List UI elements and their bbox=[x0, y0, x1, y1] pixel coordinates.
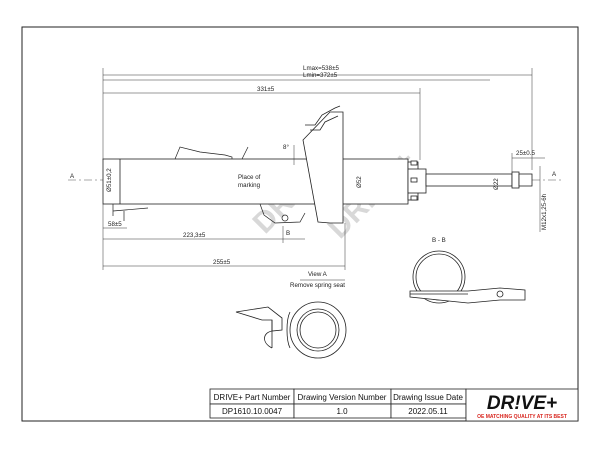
logo-tagline: OE MATCHING QUALITY AT ITS BEST bbox=[477, 414, 567, 420]
label-lmax: Lmax=538±5 bbox=[303, 65, 339, 72]
label-view-a-left: A bbox=[70, 173, 75, 180]
label-58: 58±5 bbox=[108, 221, 122, 228]
view-a-drawing bbox=[235, 301, 347, 359]
dimension-lmax bbox=[102, 68, 533, 170]
marking-line-2: marking bbox=[238, 182, 261, 189]
dimension-223 bbox=[103, 226, 305, 243]
label-dia22: Ø22 bbox=[493, 178, 500, 190]
title-block bbox=[209, 388, 579, 422]
spring-seat-bracket bbox=[112, 146, 306, 224]
label-dia52: Ø52 bbox=[356, 176, 363, 188]
label-b: B bbox=[286, 230, 290, 237]
label-view-a: View A bbox=[308, 271, 328, 278]
value-part-number: DP1610.10.0047 bbox=[222, 407, 283, 416]
label-thread: M12x1,25-6h bbox=[541, 193, 548, 230]
label-223: 223,3±5 bbox=[183, 232, 206, 239]
label-section-bb: B - B bbox=[432, 237, 446, 244]
header-version-number: Drawing Version Number bbox=[298, 393, 387, 402]
drawing-frame bbox=[21, 26, 579, 422]
label-255: 255±5 bbox=[213, 259, 231, 266]
label-dia-left: Ø51±0,2 bbox=[106, 168, 113, 192]
dimension-255 bbox=[102, 204, 346, 270]
marking-line-1: Place of bbox=[238, 174, 261, 181]
label-remove-spring-seat: Remove spring seat bbox=[290, 282, 345, 289]
spring-seat-plate bbox=[302, 105, 344, 224]
label-angle: 8° bbox=[283, 144, 289, 151]
label-331: 331±5 bbox=[257, 86, 275, 93]
shock-absorber-body bbox=[102, 158, 533, 205]
value-version-number: 1.0 bbox=[336, 407, 348, 416]
label-place-of-marking: Place of marking bbox=[238, 174, 262, 189]
header-part-number: DRIVE+ Part Number bbox=[214, 393, 291, 402]
dimension-25 bbox=[511, 153, 545, 172]
section-bb-view bbox=[409, 250, 526, 304]
header-issue-date: Drawing Issue Date bbox=[393, 393, 463, 402]
label-lmin: Lmin=372±5 bbox=[303, 72, 338, 79]
logo-wordmark: DR!VE+ bbox=[487, 393, 557, 414]
dimension-331 bbox=[103, 88, 421, 160]
label-a-right: A bbox=[552, 171, 557, 178]
value-issue-date: 2022.05.11 bbox=[408, 407, 448, 416]
label-25: 25±0.5 bbox=[516, 150, 535, 157]
drive-logo: DR!VE+ OE MATCHING QUALITY AT ITS BEST bbox=[477, 393, 567, 420]
